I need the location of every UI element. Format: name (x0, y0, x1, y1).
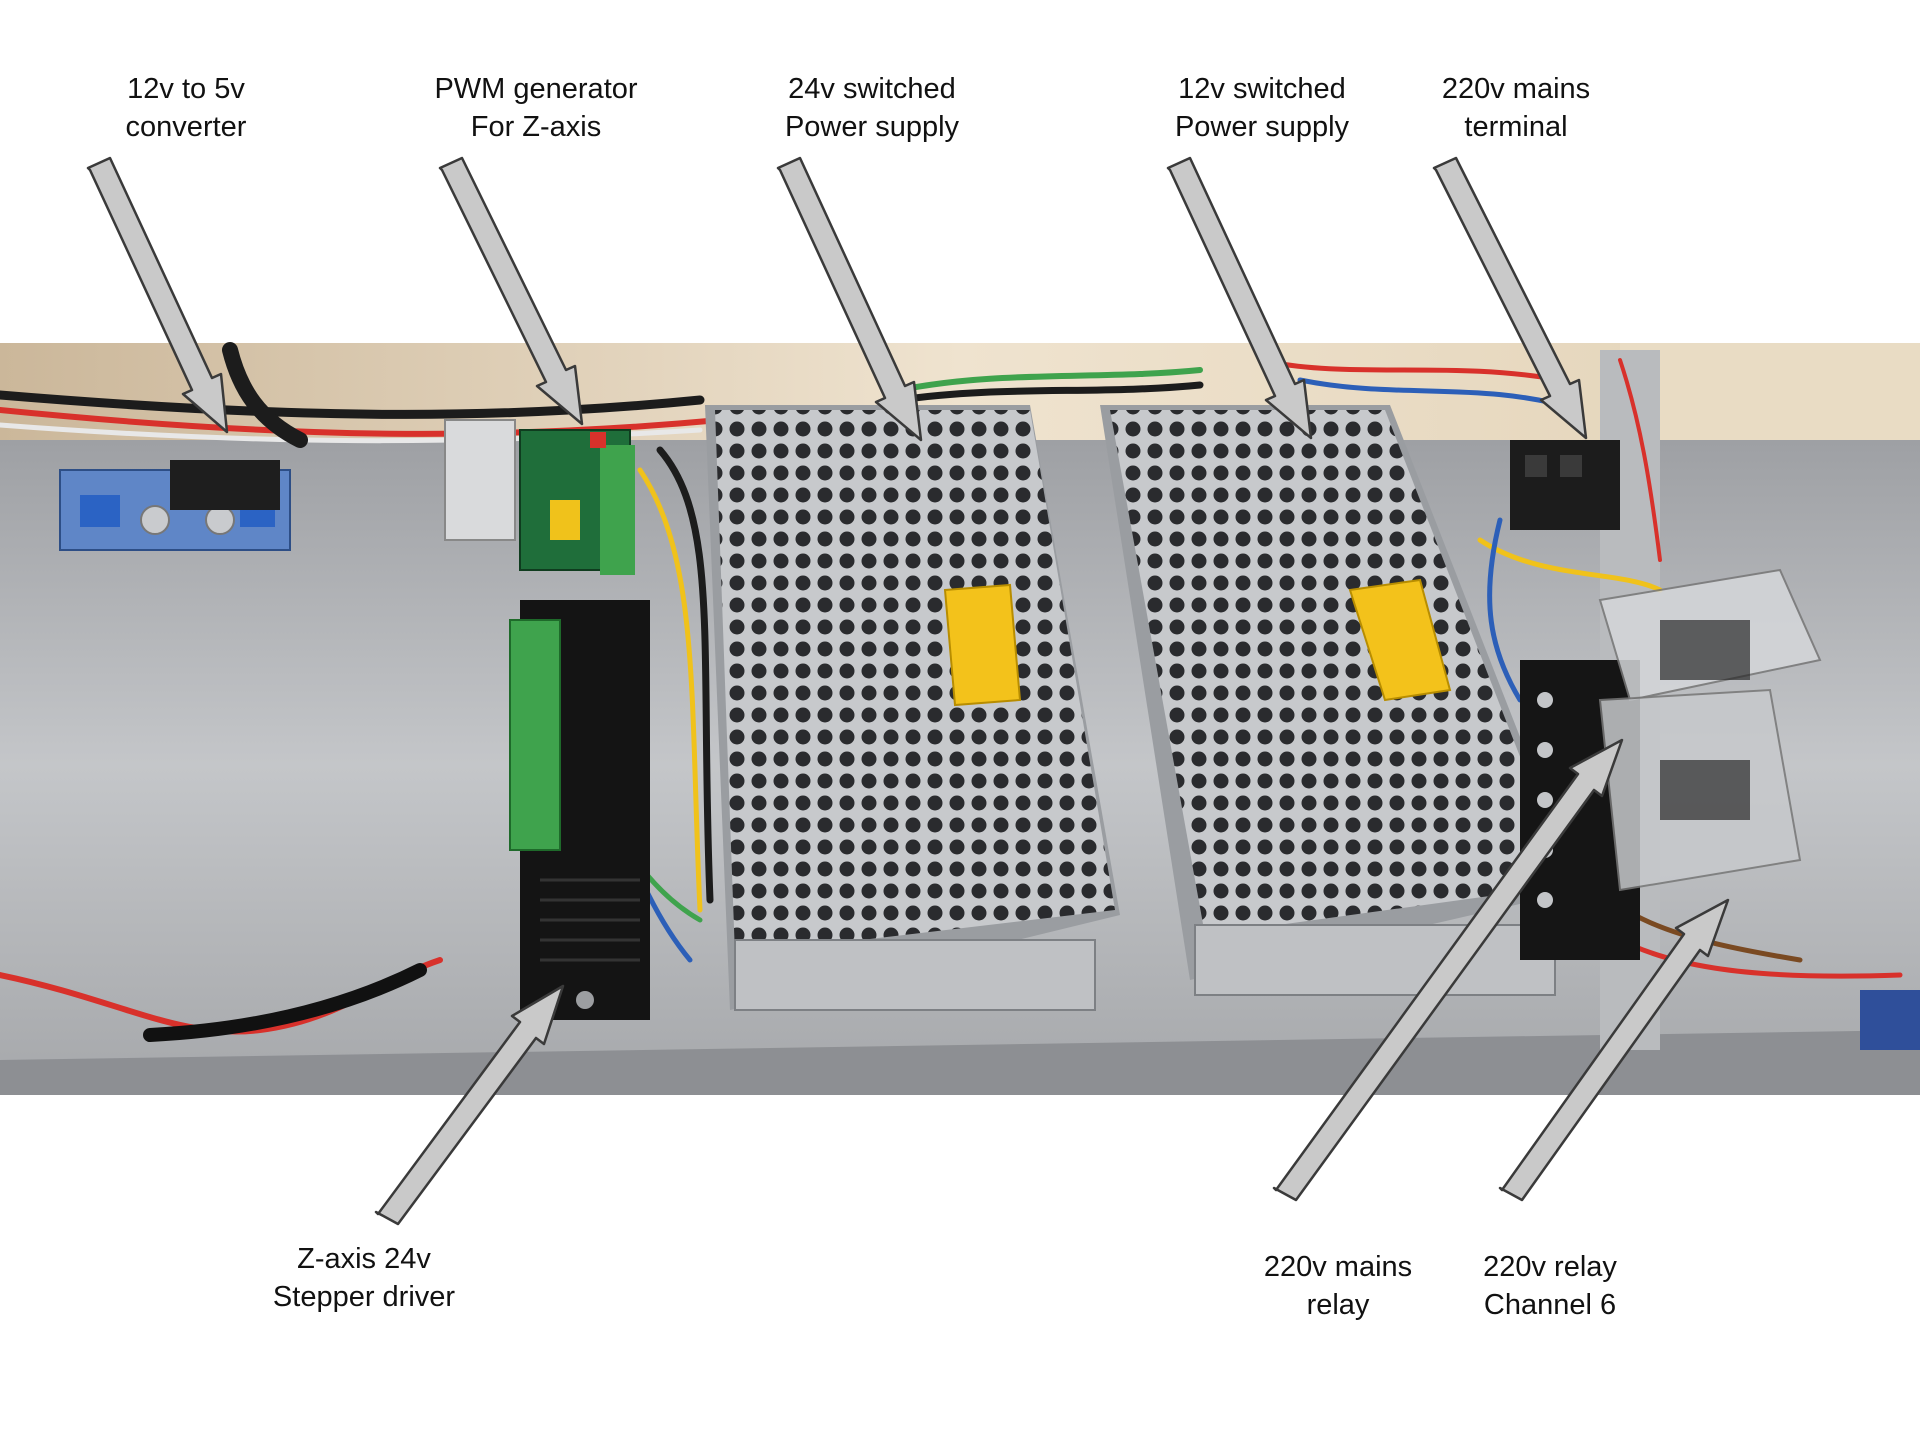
arrow-mains-relay (1272, 738, 1624, 1202)
arrow-relay-ch6 (1498, 898, 1730, 1202)
arrow-converter (86, 156, 229, 434)
label-line: Channel 6 (1483, 1289, 1617, 1321)
label-stepper-driver: Z-axis 24v Stepper driver (273, 1240, 455, 1316)
label-12v-power-supply: 12v switched Power supply (1175, 70, 1349, 146)
label-220v-mains-relay: 220v mains relay (1264, 1248, 1412, 1324)
label-line: terminal (1464, 111, 1568, 143)
arrow-psu24 (776, 156, 923, 442)
label-line: 220v mains (1263, 1251, 1413, 1283)
label-line: converter (125, 111, 247, 143)
arrow-psu12 (1166, 156, 1313, 440)
relay-bank (1520, 568, 1822, 960)
mains-terminal-block (1510, 440, 1620, 530)
label-line: For Z-axis (470, 111, 602, 143)
label-line: Power supply (1174, 111, 1350, 143)
pwm-generator-board (444, 419, 635, 575)
arrow-terminal (1432, 156, 1588, 440)
label-pwm-generator: PWM generator For Z-axis (434, 70, 637, 146)
label-line: 220v mains (1441, 73, 1591, 105)
psu-24v (705, 405, 1120, 1011)
arrow-pwm (438, 156, 584, 426)
label-line: 12v to 5v (127, 73, 245, 105)
stepper-driver (509, 600, 650, 1020)
label-line: Stepper driver (272, 1281, 456, 1313)
label-line: relay (1306, 1289, 1370, 1321)
arrow-stepper (374, 984, 565, 1226)
label-line: Z-axis 24v (297, 1243, 431, 1275)
label-line: Power supply (784, 111, 960, 143)
psu-12v (1100, 405, 1580, 996)
callout-arrows (86, 156, 1730, 1226)
label-line: PWM generator (434, 73, 638, 105)
label-24v-power-supply: 24v switched Power supply (785, 70, 959, 146)
label-line: 24v switched (788, 73, 956, 105)
label-12v-to-5v-converter: 12v to 5v converter (126, 70, 247, 146)
label-220v-mains-terminal: 220v mains terminal (1442, 70, 1590, 146)
label-line: 12v switched (1178, 73, 1346, 105)
buck-converter-board (59, 460, 291, 551)
label-220v-relay-channel-6: 220v relay Channel 6 (1483, 1248, 1617, 1324)
label-line: 220v relay (1483, 1251, 1617, 1283)
